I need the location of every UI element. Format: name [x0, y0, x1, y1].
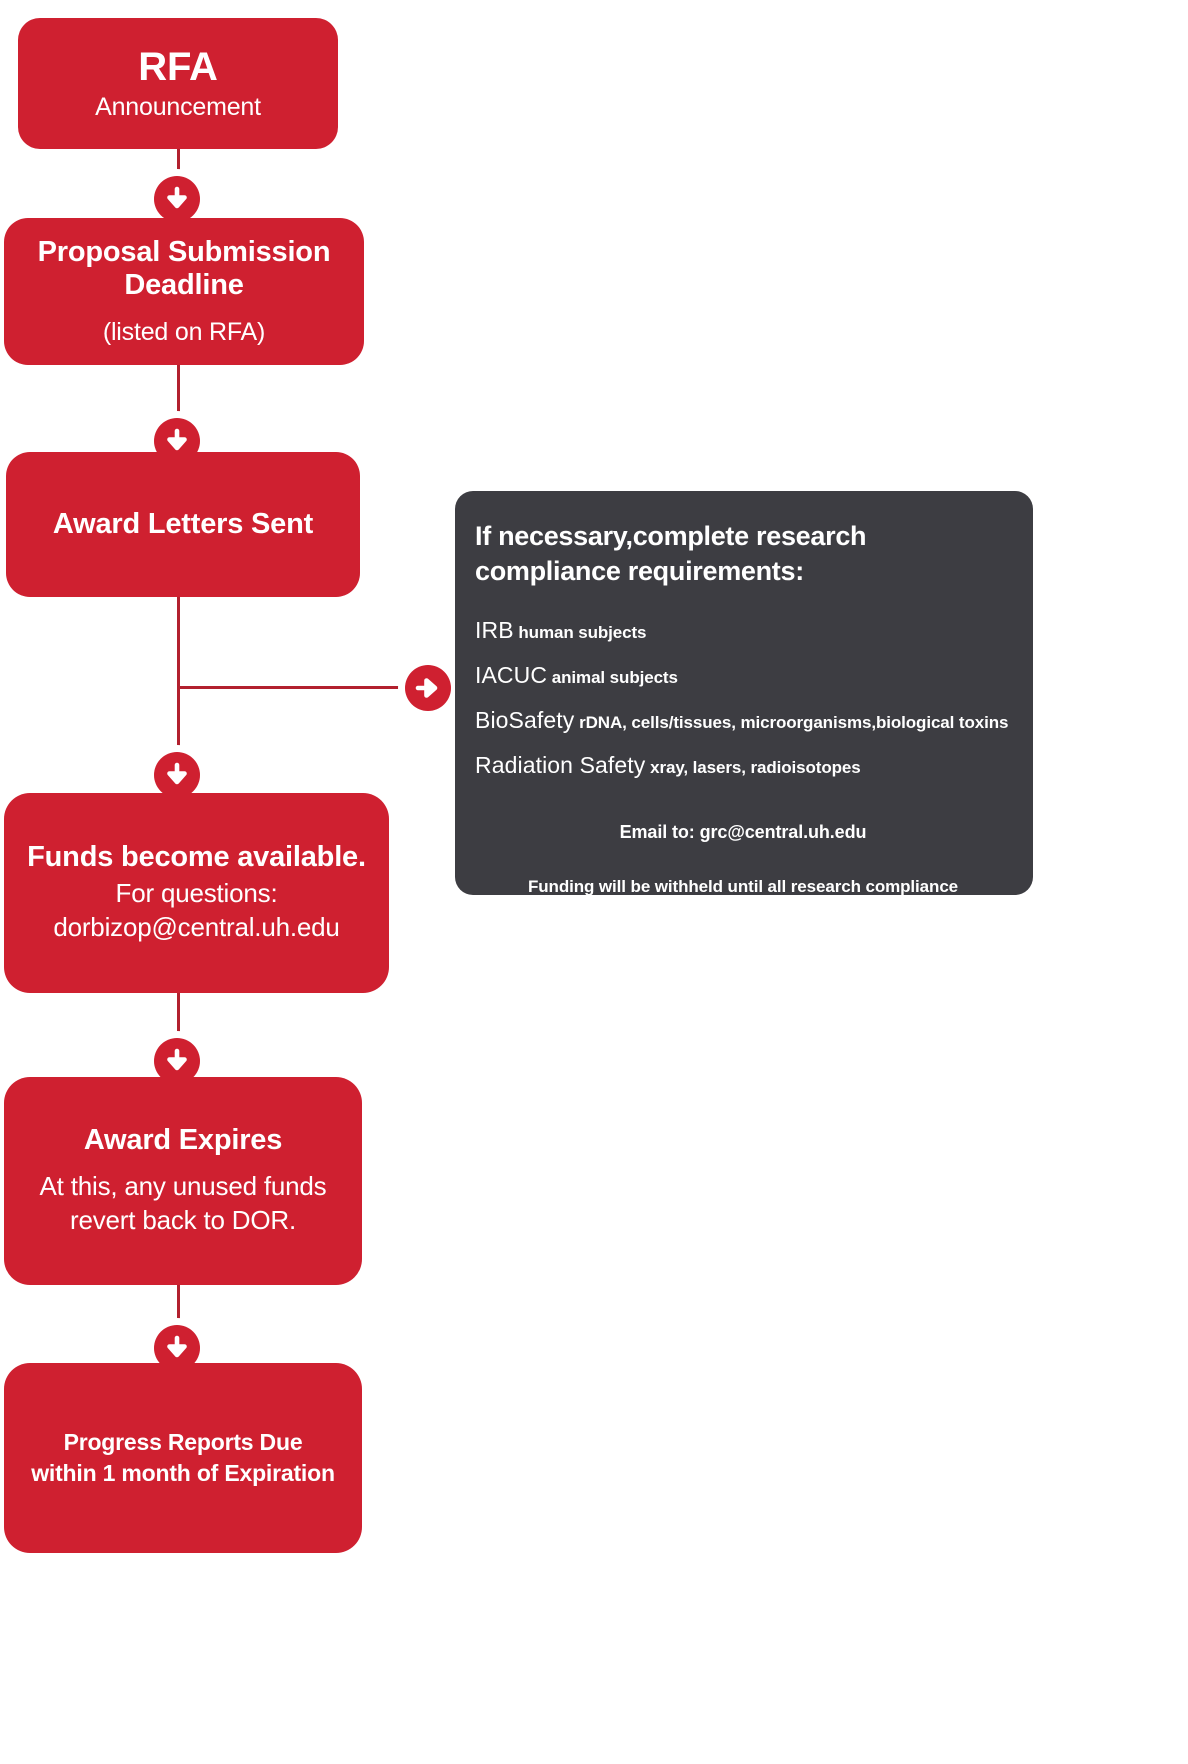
node-funds-become-available[interactable]: Funds become available. For questions: d… [4, 793, 389, 993]
arrow-down-icon [154, 1038, 200, 1084]
requirement-name-radiation-safety: Radiation Safety [475, 752, 646, 779]
requirement-desc-irb: human subjects [518, 623, 647, 643]
node-rfa-title: RFA [138, 45, 218, 90]
requirement-name-iacuc: IACUC [475, 662, 548, 689]
compliance-panel[interactable]: If necessary,complete research complianc… [455, 491, 1033, 921]
node-rfa[interactable]: RFA Announcement [18, 18, 338, 149]
node-proposal-title: Proposal Submission Deadline [37, 236, 331, 301]
node-proposal-submission-deadline[interactable]: Proposal Submission Deadline (listed on … [4, 218, 364, 365]
compliance-panel-title: If necessary,complete research complianc… [475, 521, 867, 586]
compliance-requirement-row: BioSafety rDNA, cells/tissues, microorga… [475, 698, 1011, 743]
requirement-name-biosafety: BioSafety [475, 707, 575, 734]
compliance-requirement-row: Radiation Safety xray, lasers, radioisot… [475, 743, 1011, 788]
connector-award-to-funds [177, 597, 180, 761]
node-progress-reports-due[interactable]: Progress Reports Due within 1 month of E… [4, 1363, 362, 1553]
node-award-title: Award Letters Sent [52, 508, 314, 541]
connector-award-to-panel [177, 686, 415, 689]
requirement-desc-radiation-safety: xray, lasers, radioisotopes [650, 758, 861, 778]
connector-funds-to-expires [177, 993, 180, 1045]
connector-expires-to-progress [177, 1285, 180, 1333]
node-funds-title: Funds become available. [27, 840, 366, 873]
node-expires-title: Award Expires [83, 1124, 283, 1157]
requirement-desc-biosafety: rDNA, cells/tissues, microorganisms,biol… [579, 713, 1009, 733]
arrow-down-icon [154, 176, 200, 222]
node-progress-title: Progress Reports Due within 1 month of E… [31, 1428, 335, 1486]
node-rfa-subtitle: Announcement [95, 92, 261, 121]
node-expires-subtitle: At this, any unused funds revert back to… [39, 1170, 327, 1236]
compliance-requirement-row: IRB human subjects [475, 608, 1011, 653]
compliance-note: Funding will be withheld until all resea… [527, 877, 959, 921]
arrow-right-icon [405, 665, 451, 711]
node-award-expires[interactable]: Award Expires At this, any unused funds … [4, 1077, 362, 1285]
connector-proposal-to-award [177, 365, 180, 423]
node-award-letters-sent[interactable]: Award Letters Sent [6, 452, 360, 597]
requirement-desc-iacuc: animal subjects [551, 668, 678, 688]
compliance-email-line[interactable]: Email to: grc@central.uh.edu [619, 822, 867, 843]
requirement-name-irb: IRB [475, 617, 514, 644]
node-funds-subtitle: For questions: dorbizop@central.uh.edu [53, 878, 340, 943]
compliance-requirement-row: IACUC animal subjects [475, 653, 1011, 698]
arrow-down-icon [154, 752, 200, 798]
node-proposal-subtitle: (listed on RFA) [102, 317, 266, 346]
